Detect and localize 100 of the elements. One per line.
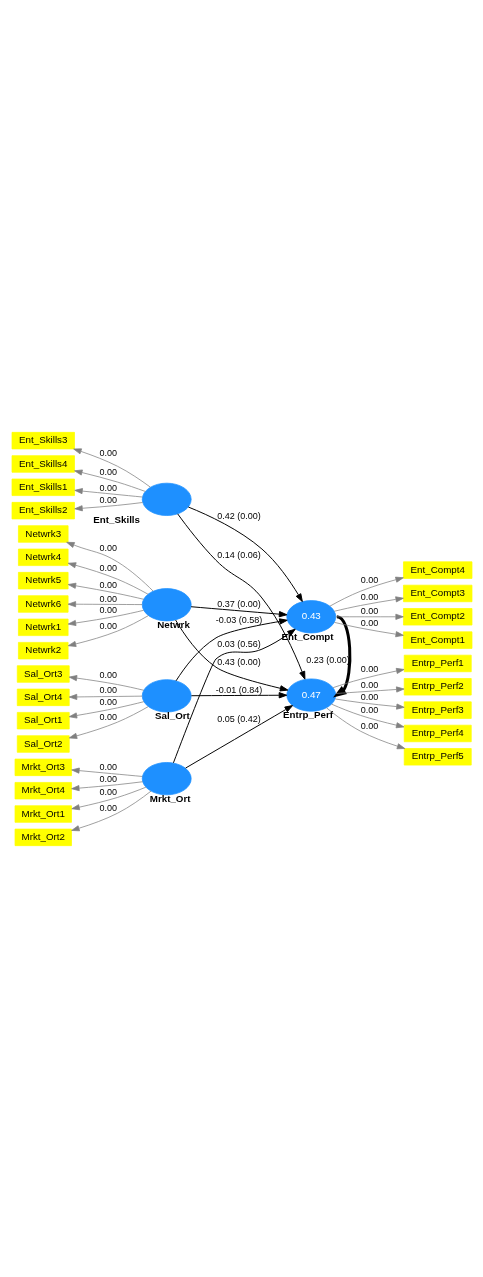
edge-label: 0.00 [99, 494, 117, 505]
arrow [332, 614, 351, 698]
arrow [187, 506, 303, 602]
edge-label: 0.00 [360, 704, 378, 715]
arrow [73, 501, 143, 511]
edge-label: 0.00 [99, 761, 117, 772]
node-ellipse [141, 761, 192, 795]
node-box: Entrp_Perf4 [403, 724, 472, 742]
node-ellipse: 0.43 [285, 599, 336, 633]
arrow [172, 628, 296, 763]
node-label: Mrkt_Ort [149, 792, 190, 804]
node-box: Netwrk3 [17, 524, 68, 543]
edge-label: 0.00 [99, 802, 117, 813]
edge-label: 0.42 (0.00) [216, 510, 261, 521]
edge-label: 0.00 [99, 604, 117, 615]
edge-label: 0.00 [99, 711, 117, 722]
edge-label: 0.00 [99, 773, 117, 784]
node-ellipse [141, 678, 192, 712]
edge-label: 0.00 [99, 542, 117, 553]
arrow [333, 621, 404, 637]
edge-label: 0.00 [360, 605, 378, 616]
edge-label: 0.00 [99, 447, 117, 458]
arrow [334, 698, 405, 710]
arrow [73, 487, 143, 497]
node-box: Entrp_Perf3 [403, 701, 472, 719]
edge-label: 0.05 (0.42) [216, 713, 261, 724]
edge-label: 0.03 (0.56) [216, 638, 261, 649]
node-box: Mrkt_Ort1 [14, 804, 72, 823]
node-box: Ent_Skills4 [11, 454, 75, 473]
edge-label: 0.00 [99, 593, 117, 604]
edge-label: 0.37 (0.00) [216, 598, 261, 609]
arrow [184, 704, 293, 769]
arrow [325, 706, 405, 749]
arrow [67, 600, 142, 607]
node-box: Ent_Compt2 [402, 607, 472, 625]
arrow [70, 780, 143, 791]
node-box: Netwrk6 [17, 594, 68, 613]
edge-label: 0.00 [99, 562, 117, 573]
arrow [333, 595, 404, 612]
arrow [65, 541, 154, 591]
edge-label: 0.00 [99, 684, 117, 695]
node-ellipse [141, 482, 192, 516]
arrow [190, 691, 287, 698]
node-box: Ent_Compt1 [402, 630, 472, 649]
node-box: Ent_Skills3 [11, 431, 75, 449]
arrow [68, 693, 143, 700]
edge-label: 0.00 [360, 591, 378, 602]
arrow [332, 667, 404, 688]
arrow [67, 561, 148, 595]
node-box: Sal_Ort3 [16, 664, 70, 683]
arrow [70, 786, 146, 810]
arrow [73, 469, 146, 492]
edge-label: 0.00 [99, 620, 117, 631]
node-box: Ent_Compt3 [402, 584, 472, 602]
node-box: Ent_Skills2 [11, 501, 75, 519]
edge-label: 0.00 [360, 679, 378, 690]
edge-label: 0.00 [99, 786, 117, 797]
node-box: Entrp_Perf2 [403, 677, 472, 695]
edge-label: 0.00 [99, 466, 117, 477]
arrow [174, 619, 288, 691]
arrow [334, 613, 404, 620]
arrow [175, 617, 288, 681]
node-box: Netwrk5 [17, 571, 68, 589]
edge-label: 0.14 (0.06) [216, 549, 261, 560]
edge-label: 0.00 [360, 574, 378, 585]
edge-label: 0.00 [360, 691, 378, 702]
edge-label: -0.03 (0.58) [215, 614, 262, 625]
arrow [176, 512, 305, 680]
edge-label: 0.00 [99, 696, 117, 707]
node-box: Entrp_Perf5 [403, 747, 472, 765]
node-box: Entrp_Perf1 [403, 654, 472, 672]
edge-label: -0.01 (0.84) [215, 684, 262, 695]
edge-label: 0.00 [360, 720, 378, 731]
arrow [68, 705, 149, 739]
node-label: Sal_Ort [154, 709, 190, 721]
edge-label: 0.00 [99, 482, 117, 493]
node-box: Sal_Ort4 [16, 688, 70, 706]
node-box: Netwrk2 [17, 641, 68, 659]
arrow [67, 609, 144, 626]
edge-label: 0.43 (0.00) [216, 656, 261, 667]
node-label: Ent_Skills [92, 513, 140, 525]
node-box: Mrkt_Ort2 [14, 828, 72, 846]
edge-label: 0.00 [99, 669, 117, 680]
node-box: Mrkt_Ort4 [14, 781, 72, 799]
node-box: Sal_Ort1 [16, 711, 70, 729]
edge-label: 0.00 [99, 579, 117, 590]
node-ellipse [141, 587, 192, 621]
arrow [330, 703, 404, 728]
node-label: Netwrk [156, 618, 190, 630]
arrow [72, 447, 151, 488]
arrow [329, 576, 404, 606]
arrow [70, 790, 151, 831]
arrow [70, 767, 143, 777]
arrow [68, 674, 144, 691]
arrow [68, 700, 144, 718]
node-box: Sal_Ort2 [16, 734, 70, 753]
node-box: Netwrk1 [17, 618, 68, 636]
node-box: Ent_Skills1 [11, 478, 75, 496]
node-box: Ent_Compt4 [402, 560, 472, 579]
arrow [190, 605, 287, 617]
